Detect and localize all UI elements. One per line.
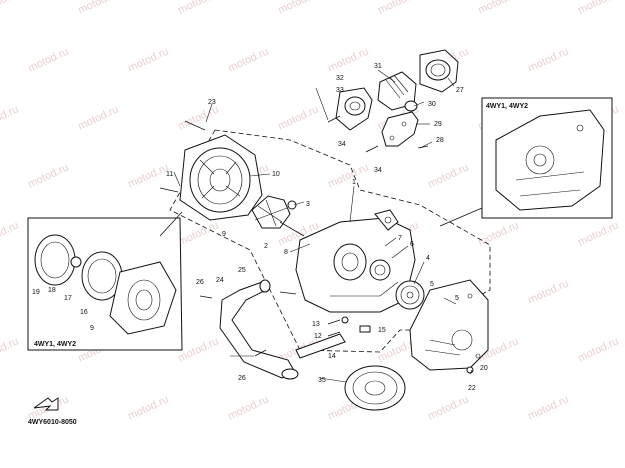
callout-9-main: 9: [222, 231, 226, 238]
drive-gear: [395, 280, 425, 310]
diagram-code: 4WY6010-8050: [28, 419, 77, 426]
callout-20: 20: [480, 365, 488, 372]
watermark-text: motod.ru: [576, 335, 620, 364]
callout-34-lower: 34: [374, 167, 382, 174]
callout-26-upper: 26: [196, 279, 204, 286]
callout-6: 6: [410, 241, 414, 248]
callout-24: 24: [216, 277, 224, 284]
callout-2: 2: [264, 243, 268, 250]
callout-35: 35: [318, 377, 326, 384]
watermark-text: motod.ru: [76, 0, 120, 17]
watermark-text: motod.ru: [526, 393, 570, 422]
watermark-text: motod.ru: [326, 45, 370, 74]
watermark-text: motod.ru: [276, 0, 320, 17]
watermark-text: motod.ru: [126, 393, 170, 422]
watermark-text: motod.ru: [526, 277, 570, 306]
housing-bolts: [327, 316, 371, 337]
callout-31: 31: [374, 63, 382, 70]
callout-34-upper: 34: [338, 141, 346, 148]
watermark-text: motod.ru: [576, 0, 620, 17]
watermark-text: motod.ru: [176, 335, 220, 364]
watermark-text: motod.ru: [0, 0, 21, 17]
impeller: [251, 195, 325, 250]
left-inset: 4WY1, 4WY2: [27, 211, 183, 351]
leader-lines: [173, 69, 473, 383]
callout-28: 28: [436, 137, 444, 144]
watermark-text: motod.ru: [26, 161, 70, 190]
callout-14: 14: [328, 353, 336, 360]
callout-9-inset: 9: [90, 325, 94, 332]
callout-10: 10: [272, 171, 280, 178]
callout-16: 16: [80, 309, 88, 316]
watermark-text: motod.ru: [126, 161, 170, 190]
callout-27: 27: [456, 87, 464, 94]
callout-11: 11: [166, 171, 173, 178]
watermark-text: motod.ru: [26, 45, 70, 74]
watermark-text: motod.ru: [0, 103, 21, 132]
callout-32: 32: [336, 75, 344, 82]
watermark-text: motod.ru: [526, 45, 570, 74]
watermark-text: motod.ru: [0, 219, 21, 248]
callout-15: 15: [378, 327, 386, 334]
callout-33: 33: [336, 87, 344, 94]
watermark-text: motod.ru: [276, 103, 320, 132]
callout-26-lower: 26: [238, 375, 246, 382]
pump-housing: [295, 209, 416, 313]
watermark-text: motod.ru: [226, 45, 270, 74]
watermark-text: motod.ru: [476, 219, 520, 248]
watermark-text: motod.ru: [326, 161, 370, 190]
callout-13: 13: [312, 321, 320, 328]
thermostat-assembly: [327, 49, 459, 153]
watermark-text: motod.ru: [0, 335, 21, 364]
watermark-text: motod.ru: [576, 219, 620, 248]
callout-7: 7: [398, 235, 402, 242]
watermark-text: motod.ru: [426, 161, 470, 190]
callout-1: 1: [352, 179, 356, 186]
inset-left-caption: 4WY1, 4WY2: [34, 341, 76, 348]
callout-17: 17: [64, 295, 72, 302]
callout-5-upper: 5: [430, 281, 434, 288]
watermark-text: motod.ru: [176, 103, 220, 132]
callout-23: 23: [208, 99, 216, 106]
primary-gear: [344, 365, 406, 411]
watermark-text: motod.ru: [176, 0, 220, 17]
inset-right-caption: 4WY1, 4WY2: [486, 103, 528, 110]
side-cover: [409, 279, 489, 374]
callout-labels: 1 2 3 4 5 5 6 7 8 9 9 10 11 12 13 14 15 …: [32, 63, 488, 392]
callout-25: 25: [238, 267, 246, 274]
callout-8: 8: [284, 249, 288, 256]
callout-18: 18: [48, 287, 56, 294]
watermark-text: motod.ru: [76, 103, 120, 132]
watermark-text: motod.ru: [376, 0, 420, 17]
callout-22: 22: [468, 385, 476, 392]
callout-3: 3: [306, 201, 310, 208]
coolant-pipe: [199, 279, 346, 380]
pump-cover-assembly: [159, 120, 263, 221]
callout-4: 4: [426, 255, 430, 262]
callout-5-lower: 5: [455, 295, 459, 302]
callout-30: 30: [428, 101, 436, 108]
callout-29: 29: [434, 121, 442, 128]
watermark-text: motod.ru: [426, 393, 470, 422]
front-arrow-icon: [33, 397, 59, 411]
watermark-text: motod.ru: [126, 45, 170, 74]
right-inset: 4WY1, 4WY2: [439, 97, 613, 227]
watermark-text: motod.ru: [476, 0, 520, 17]
watermark-text: motod.ru: [226, 393, 270, 422]
callout-19: 19: [32, 289, 40, 296]
callout-12: 12: [314, 333, 322, 340]
